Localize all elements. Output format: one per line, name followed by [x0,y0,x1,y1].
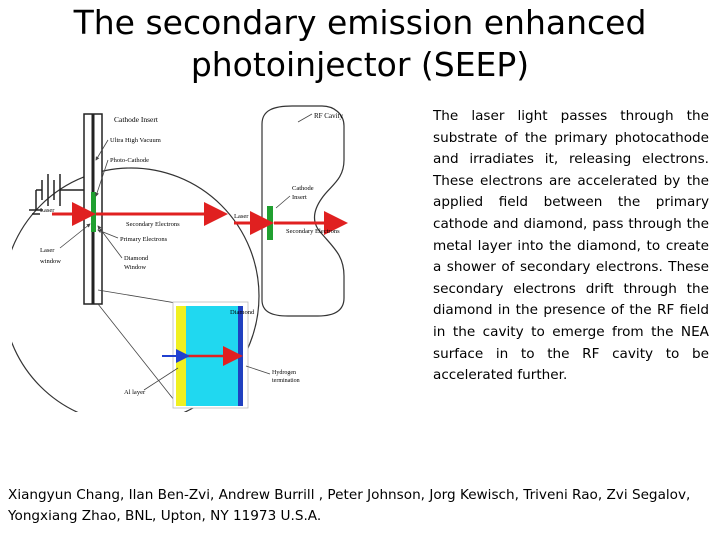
label-laser-window-1: Laser [40,247,55,254]
leader-rf-cavity [297,113,313,123]
rf-cavity-outline [261,105,345,317]
label-laser-window-2: window [40,258,61,265]
leader-cathode-insert-right [275,195,291,209]
leader-al-layer [143,367,179,391]
author-credits: Xiangyun Chang, Ilan Ben-Zvi, Andrew Bur… [8,487,691,524]
label-cathode-insert-top: Cathode Insert [114,115,159,124]
label-diamond: Diamond [230,309,255,316]
description-text: The laser light passes through the subst… [433,108,709,384]
label-diamond-window-2: Window [124,264,146,271]
leader-lines-left [59,139,231,406]
hydrogen-termination-strip [238,306,243,406]
label-primary-electrons: Primary Electrons [120,236,168,243]
label-ultra-high-vacuum: Ultra High Vacuum [110,137,161,144]
page-title: The secondary emission enhanced photoinj… [0,2,720,86]
title-line-2: photoinjector (SEEP) [190,45,530,84]
label-photo-cathode: Photo-Cathode [110,157,149,164]
label-secondary-electrons-right: Secondary Electrons [286,228,340,235]
leader-hydrogen [245,365,271,375]
label-hydrogen-1: Hydrogen [272,370,296,376]
label-diamond-window-1: Diamond [124,255,149,262]
label-laser-left: Laser [40,207,55,214]
label-laser-right: Laser [234,213,249,220]
label-hydrogen-2: termination [272,378,300,384]
seep-diagram: Cathode Insert Ultra High Vacuum Photo-C… [2,100,412,425]
photocathode-strip [91,192,96,232]
label-rf-cavity: RF Cavity [314,112,343,120]
title-line-1: The secondary emission enhanced [73,3,647,42]
label-cathode-insert-right-2: Insert [292,194,307,201]
seep-diagram-svg: Cathode Insert Ultra High Vacuum Photo-C… [2,105,348,425]
label-cathode-insert-right-1: Cathode [292,185,314,192]
label-secondary-electrons-left: Secondary Electrons [126,221,180,228]
label-al-layer: Al layer [124,389,146,396]
battery-icon [29,174,84,215]
